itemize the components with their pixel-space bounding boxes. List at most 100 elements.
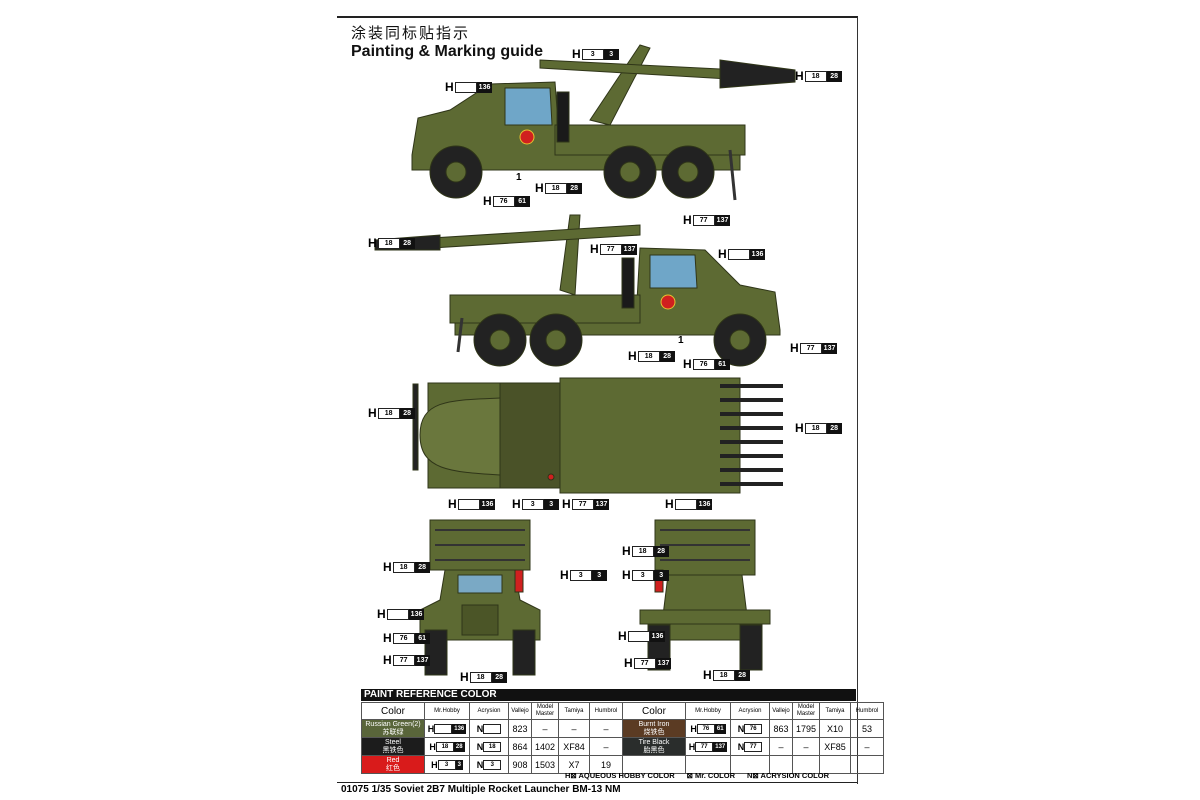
paint-reference-header: PAINT REFERENCE COLOR xyxy=(361,689,856,701)
model-master-code: 1503 xyxy=(531,755,559,774)
model-master-code: – xyxy=(792,737,820,756)
legend-mr-color: ⊠ Mr. COLOR xyxy=(686,771,736,780)
callout-color-number: 28 xyxy=(826,422,842,434)
empty-cell xyxy=(850,755,884,774)
vallejo-code: – xyxy=(769,737,793,756)
callout-prefix: H xyxy=(572,47,581,61)
legend-acrysion: N⊠ ACRYSION COLOR xyxy=(747,771,829,780)
callout-prefix: H xyxy=(383,560,392,574)
side-view-left xyxy=(411,44,796,201)
color-name: Burnt Iron xyxy=(638,720,670,728)
column-header: Vallejo xyxy=(508,702,532,720)
color-name-cn: 烧铁色 xyxy=(643,728,665,736)
tamiya-code: XF85 xyxy=(819,737,851,756)
column-header: Tamiya xyxy=(558,702,590,720)
callout-color-number: 136 xyxy=(749,248,766,260)
color-name-cn: 红色 xyxy=(386,764,400,772)
callout-prefix: H xyxy=(377,607,386,621)
color-name-cn: 胎黑色 xyxy=(643,746,665,754)
column-header: Model Master xyxy=(792,702,820,720)
callout-color-number: 3 xyxy=(653,569,669,581)
callout-prefix: H xyxy=(383,653,392,667)
paint-callout: H 136 xyxy=(377,607,425,621)
column-header: Mr.Hobby xyxy=(424,702,470,720)
callout-prefix: H xyxy=(683,213,692,227)
callout-code: 77 xyxy=(571,498,594,510)
front-view xyxy=(419,519,541,676)
callout-code: 76 xyxy=(492,195,515,207)
callout-code xyxy=(627,630,650,642)
callout-color-number: 28 xyxy=(566,182,582,194)
color-name: Red xyxy=(386,756,400,764)
vallejo-code: 908 xyxy=(508,755,532,774)
callout-prefix: H xyxy=(383,631,392,645)
callout-code: 77 xyxy=(799,342,822,354)
humbrol-code: 53 xyxy=(850,719,884,738)
tamiya-code: X10 xyxy=(819,719,851,738)
callout-code: 76 xyxy=(392,632,415,644)
color-swatch: Russian Green(2)苏联绿 xyxy=(361,719,425,738)
color-name: Steel xyxy=(385,738,401,746)
vallejo-code: 823 xyxy=(508,719,532,738)
callout-code: 18 xyxy=(804,70,827,82)
callout-color-number: 136 xyxy=(408,608,425,620)
model-master-code: 1795 xyxy=(792,719,820,738)
callout-prefix: H xyxy=(795,421,804,435)
callout-code: 18 xyxy=(544,182,567,194)
column-header: Color xyxy=(361,702,425,720)
paint-legend: H⊠ AQUEOUS HOBBY COLOR ⊠ Mr. COLOR N⊠ AC… xyxy=(565,771,829,780)
column-header: Humbrol xyxy=(589,702,623,720)
decal-number: 1 xyxy=(678,335,684,346)
callout-code: 18 xyxy=(392,561,415,573)
callout-color-number: 136 xyxy=(476,81,493,93)
callout-prefix: H xyxy=(795,69,804,83)
tamiya-code: XF84 xyxy=(558,737,590,756)
tamiya-code: – xyxy=(558,719,590,738)
callout-prefix: H xyxy=(665,497,674,511)
callout-prefix: H xyxy=(703,668,712,682)
callout-code xyxy=(386,608,409,620)
paint-callout: H 136 xyxy=(665,497,713,511)
callout-color-number: 3 xyxy=(591,569,607,581)
callout-color-number: 61 xyxy=(714,358,730,370)
callout-color-number: 137 xyxy=(821,342,838,354)
callout-prefix: H xyxy=(790,341,799,355)
rear-view xyxy=(639,519,771,671)
callout-color-number: 28 xyxy=(734,669,750,681)
callout-code: 77 xyxy=(633,657,656,669)
callout-color-number: 136 xyxy=(696,498,713,510)
callout-code: 18 xyxy=(377,237,400,249)
callout-color-number: 61 xyxy=(514,195,530,207)
callout-code: 18 xyxy=(631,545,654,557)
callout-color-number: 28 xyxy=(414,561,430,573)
callout-color-number: 28 xyxy=(653,545,669,557)
footer-title: 01075 1/35 Soviet 2B7 Multiple Rocket La… xyxy=(341,784,621,795)
callout-prefix: H xyxy=(460,670,469,684)
callout-code: 3 xyxy=(569,569,592,581)
vallejo-code: 863 xyxy=(769,719,793,738)
callout-code: 77 xyxy=(599,243,622,255)
